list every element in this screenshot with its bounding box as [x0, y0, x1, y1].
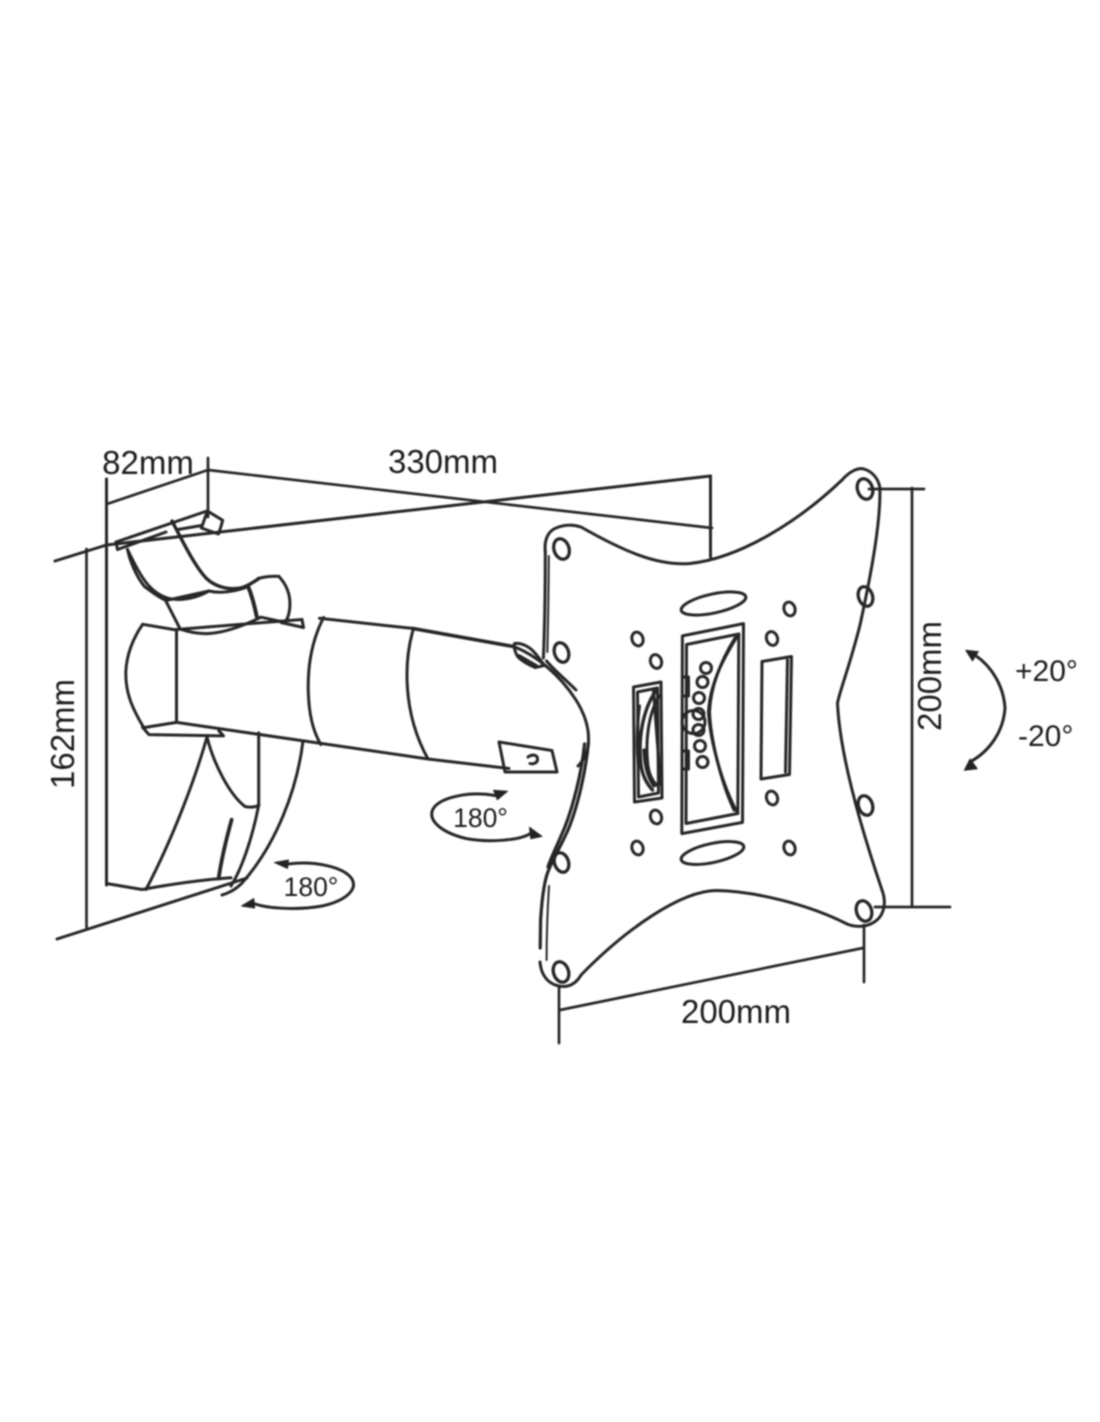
svg-text:200mm: 200mm	[911, 621, 948, 731]
svg-text:+20°: +20°	[1015, 655, 1078, 688]
svg-text:162mm: 162mm	[44, 679, 81, 789]
svg-text:180°: 180°	[284, 872, 339, 902]
svg-text:82mm: 82mm	[102, 444, 194, 481]
svg-text:330mm: 330mm	[388, 443, 498, 480]
svg-text:200mm: 200mm	[681, 993, 791, 1030]
svg-text:-20°: -20°	[1018, 720, 1073, 753]
svg-text:180°: 180°	[453, 803, 508, 833]
